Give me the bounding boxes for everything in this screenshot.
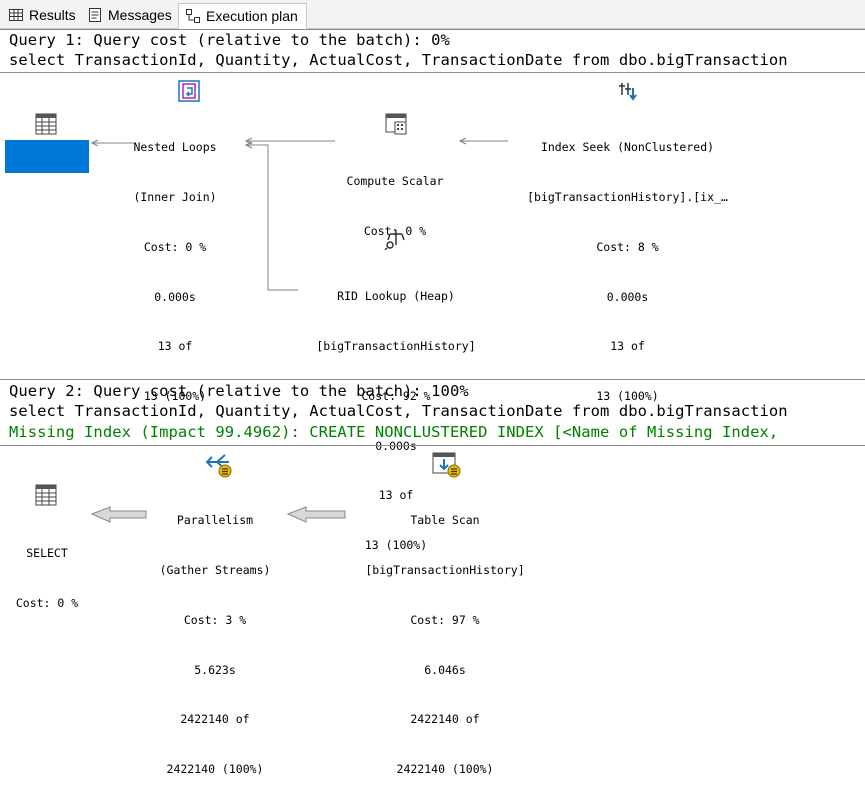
query2-header-divider <box>0 445 865 446</box>
index-seek-time: 0.000s <box>606 289 649 304</box>
q1-select-node[interactable]: SELECT Cost: 0 % <box>5 140 89 256</box>
nested-loops-rows-of: 13 of <box>157 339 193 354</box>
missing-index-hint[interactable]: Missing Index (Impact 99.4962): CREATE N… <box>9 423 779 441</box>
rid-lookup-icon <box>384 228 408 254</box>
tab-messages[interactable]: Messages <box>87 4 172 26</box>
index-seek-object: [bigTransactionHistory].[ix_… <box>527 189 728 204</box>
rid-lookup-object: [bigTransactionHistory] <box>316 338 476 353</box>
table-scan-time: 6.046s <box>424 662 466 677</box>
index-seek-rows-of: 13 of <box>610 339 645 354</box>
q2-parallelism-node[interactable]: Parallelism (Gather Streams) Cost: 3 % 5… <box>140 479 290 794</box>
nested-loops-cost: Cost: 0 % <box>143 239 207 254</box>
q1-rid-lookup-node[interactable]: RID Lookup (Heap) [bigTransactionHistory… <box>296 255 496 570</box>
table-scan-rows-pct: 2422140 (100%) <box>396 762 494 777</box>
query1-top-border <box>0 29 865 30</box>
connector-scan-par <box>286 506 346 523</box>
q1-select-label: SELECT <box>26 174 68 189</box>
grid-icon <box>8 7 24 23</box>
tab-execution-plan[interactable]: Execution plan <box>178 3 307 29</box>
q2-select-node[interactable]: SELECT Cost: 0 % <box>5 512 89 628</box>
rid-lookup-rows-of: 13 of <box>378 488 414 503</box>
execution-plan-icon <box>185 8 201 24</box>
q2-select-cost: Cost: 0 % <box>15 595 79 610</box>
index-seek-icon <box>617 80 639 106</box>
parallelism-rows-of: 2422140 of <box>180 712 250 727</box>
query2-sql: select TransactionId, Quantity, ActualCo… <box>9 402 788 420</box>
result-tabbar: Results Messages Execution plan <box>0 0 865 29</box>
q2-select-label: SELECT <box>26 546 68 561</box>
plan-connectors <box>90 137 508 523</box>
tab-results-label: Results <box>29 7 76 23</box>
query1-sql: select TransactionId, Quantity, ActualCo… <box>9 51 788 69</box>
table-scan-icon <box>432 451 462 483</box>
query1-header-divider <box>0 72 865 73</box>
tab-messages-label: Messages <box>108 7 172 23</box>
q2-table-scan-node[interactable]: Table Scan [bigTransactionHistory] Cost:… <box>345 479 545 794</box>
parallelism-time: 5.623s <box>194 662 236 677</box>
parallelism-cost: Cost: 3 % <box>183 612 247 627</box>
compute-scalar-title: Compute Scalar <box>346 174 444 189</box>
rid-lookup-rows-pct: 13 (100%) <box>364 538 428 553</box>
query2-header: Query 2: Query cost (relative to the bat… <box>9 382 469 400</box>
parallelism-title: Parallelism <box>176 513 254 528</box>
nested-loops-time: 0.000s <box>154 289 196 304</box>
query1-header: Query 1: Query cost (relative to the bat… <box>9 31 450 49</box>
table-scan-title: Table Scan <box>410 513 480 528</box>
messages-icon <box>87 7 103 23</box>
q1-select-cost: Cost: 0 % <box>15 223 79 238</box>
nested-loops-rows-pct: 13 (100%) <box>143 389 207 404</box>
nested-loops-title: Nested Loops <box>133 140 217 155</box>
q2-select-icon <box>35 484 57 510</box>
parallelism-subtitle: (Gather Streams) <box>159 562 271 577</box>
nested-loops-subtitle: (Inner Join) <box>133 189 217 204</box>
rid-lookup-title: RID Lookup (Heap) <box>337 289 455 304</box>
parallelism-rows-pct: 2422140 (100%) <box>166 762 264 777</box>
compute-scalar-icon <box>385 112 409 140</box>
index-seek-title: Index Seek (NonClustered) <box>540 140 715 155</box>
query2-top-border <box>0 379 865 380</box>
connector-arrowhead <box>90 139 99 147</box>
select-node-selected[interactable] <box>5 140 89 173</box>
table-scan-cost: Cost: 97 % <box>410 612 480 627</box>
q1-nested-loops-node[interactable]: Nested Loops (Inner Join) Cost: 0 % 0.00… <box>120 106 230 421</box>
table-scan-rows-of: 2422140 of <box>410 712 480 727</box>
table-scan-object: [bigTransactionHistory] <box>365 562 525 577</box>
connector-par-select <box>90 506 147 523</box>
rid-lookup-cost: Cost: 92 % <box>361 388 431 403</box>
tab-results[interactable]: Results <box>8 4 76 26</box>
q1-index-seek-node[interactable]: Index Seek (NonClustered) [bigTransactio… <box>490 106 765 421</box>
connector-rid-nl <box>246 144 298 291</box>
nested-loops-icon <box>177 79 201 107</box>
q1-compute-scalar-node[interactable]: Compute Scalar Cost: 0 % <box>320 140 470 256</box>
parallelism-icon <box>203 452 233 482</box>
select-icon <box>35 113 57 139</box>
tab-execution-plan-label: Execution plan <box>206 8 298 24</box>
index-seek-cost: Cost: 8 % <box>596 239 659 254</box>
index-seek-rows-pct: 13 (100%) <box>596 389 659 404</box>
